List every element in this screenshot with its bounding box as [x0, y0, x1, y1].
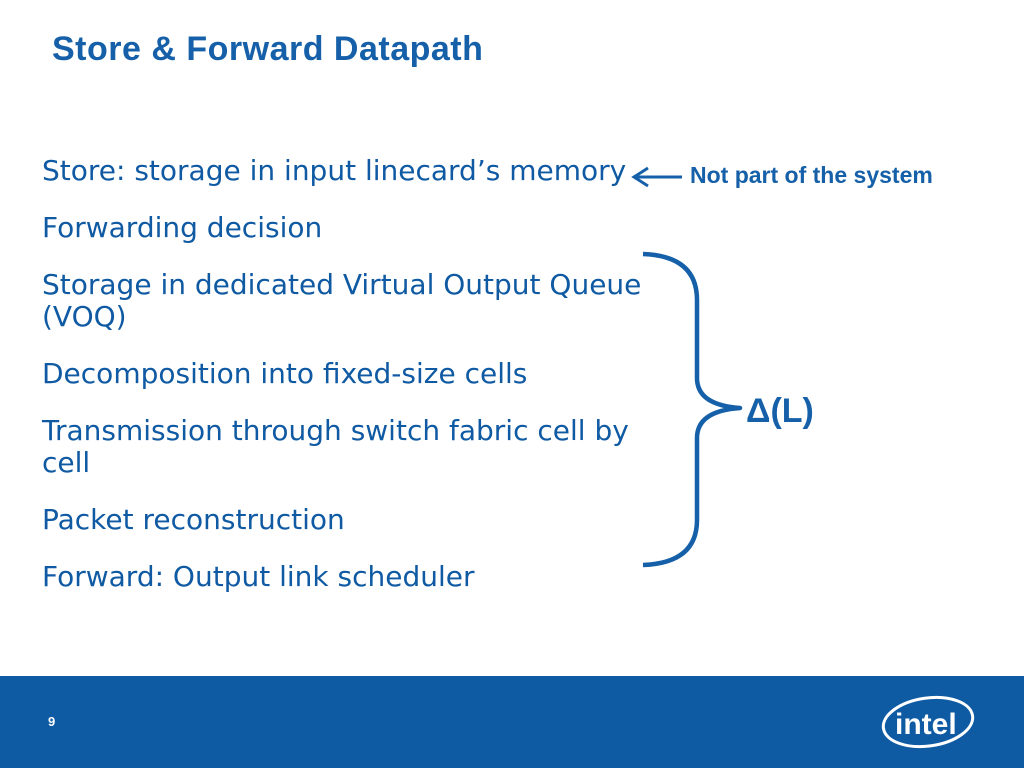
- slide-title: Store & Forward Datapath: [52, 30, 484, 68]
- diagram-overlay: [631, 166, 743, 568]
- bullet-item-reconstruction: Packet reconstruction: [42, 503, 345, 536]
- curly-brace-icon: [642, 251, 743, 568]
- bullet-item-forward: Forward: Output link scheduler: [42, 560, 475, 593]
- delta-label: Δ(L): [746, 392, 814, 430]
- bullet-item-store: Store: storage in input linecard’s memor…: [42, 154, 627, 187]
- not-part-of-system-note: Not part of the system: [690, 162, 933, 188]
- bullet-item-decomposition: Decomposition into fixed-size cells: [42, 357, 528, 390]
- bullet-item-transmission: Transmission through switch fabric cell …: [42, 414, 629, 479]
- bullet-list: Store: storage in input linecard’s memor…: [42, 155, 662, 618]
- left-arrow-icon: [631, 166, 682, 188]
- footer-bar: 9 intel: [0, 676, 1024, 768]
- bullet-item-voq-storage: Storage in dedicated Virtual Output Queu…: [42, 268, 642, 333]
- logo-text: intel: [895, 708, 957, 741]
- intel-logo-icon: intel: [880, 690, 980, 752]
- page-number: 9: [48, 714, 56, 729]
- bullet-item-forwarding-decision: Forwarding decision: [42, 211, 323, 244]
